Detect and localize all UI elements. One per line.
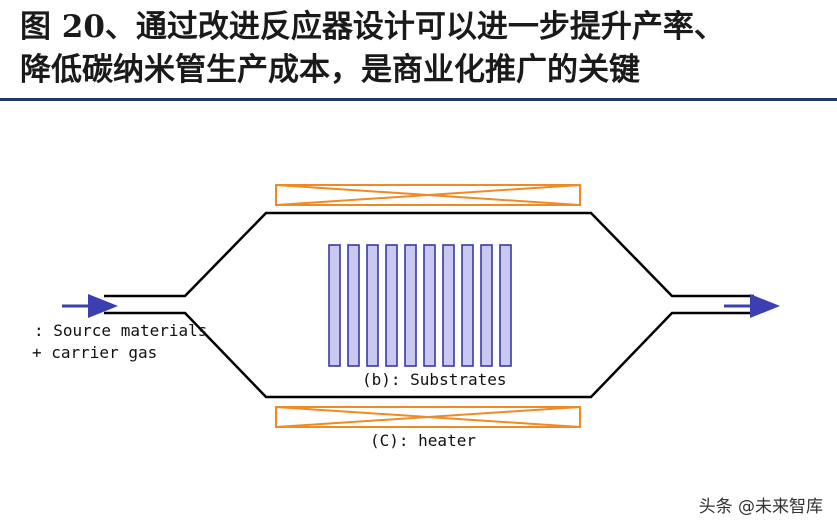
inlet-label-line-2: + carrier gas <box>32 343 157 362</box>
bottom-heater <box>275 406 581 428</box>
substrate <box>442 244 455 367</box>
substrate-stack <box>328 244 512 367</box>
reactor-wall <box>104 211 754 399</box>
substrate <box>404 244 417 367</box>
substrate <box>328 244 341 367</box>
reactor-wall-top <box>104 211 754 298</box>
substrate <box>347 244 360 367</box>
reactor-diagram: : Source materials + carrier gas (b): Su… <box>0 101 837 527</box>
substrate <box>461 244 474 367</box>
substrates-label: (b): Substrates <box>362 370 507 389</box>
source-watermark: 头条 @未来智库 <box>698 497 823 517</box>
figure-title-line-1: 图 20、通过改进反应器设计可以进一步提升产率、 <box>20 9 725 45</box>
title-divider <box>0 98 837 101</box>
reactor-wall-bottom <box>104 311 754 399</box>
substrate <box>366 244 379 367</box>
substrate <box>423 244 436 367</box>
figure-title-line-2: 降低碳纳米管生产成本，是商业化推广的关键 <box>20 52 640 88</box>
figure-title: 图 20、通过改进反应器设计可以进一步提升产率、 降低碳纳米管生产成本，是商业化… <box>20 6 820 92</box>
substrate <box>480 244 493 367</box>
substrate <box>385 244 398 367</box>
substrate <box>499 244 512 367</box>
inlet-label-line-1: : Source materials <box>34 321 207 340</box>
heater-label: (C): heater <box>370 431 476 450</box>
reactor-svg: : Source materials + carrier gas (b): Su… <box>32 184 780 450</box>
top-heater <box>275 184 581 206</box>
